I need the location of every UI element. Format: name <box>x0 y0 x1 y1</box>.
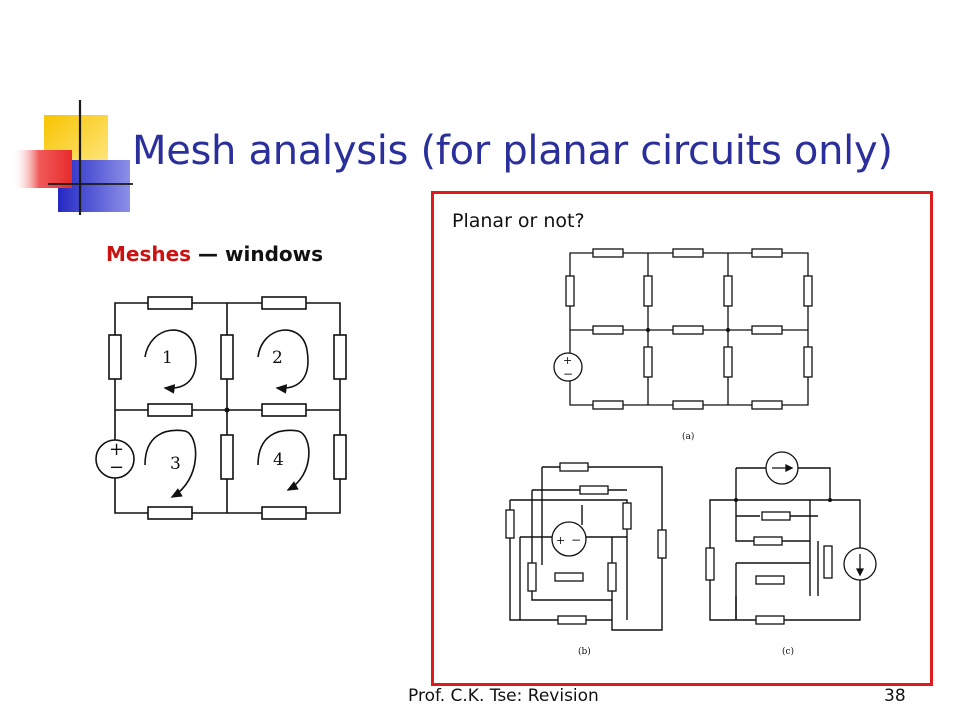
svg-text:−: − <box>563 367 573 381</box>
circuit-figure-c: (c) <box>705 451 877 657</box>
source-plus: + <box>109 439 124 460</box>
mesh-number-4: 4 <box>273 450 284 470</box>
circuit-figure-b: + − (b) <box>505 462 667 657</box>
svg-text:−: − <box>571 533 581 547</box>
meshes-suffix: — windows <box>191 242 324 266</box>
meshes-word: Meshes <box>106 242 192 266</box>
page-number: 38 <box>884 686 906 706</box>
figure-b-label: (b) <box>578 646 591 657</box>
circuit-figure-a: + − (a) <box>553 248 813 442</box>
figure-c-label: (c) <box>782 646 794 657</box>
planar-question-frame <box>431 191 933 686</box>
svg-text:+: + <box>556 534 565 547</box>
footer-author: Prof. C.K. Tse: Revision <box>408 686 599 706</box>
mesh-number-2: 2 <box>272 348 283 368</box>
svg-text:+: + <box>563 354 572 367</box>
figure-a-label: (a) <box>682 431 694 442</box>
source-minus: − <box>109 457 124 478</box>
mesh-number-1: 1 <box>162 348 173 368</box>
mesh-number-3: 3 <box>170 454 181 474</box>
planar-question: Planar or not? <box>452 210 585 232</box>
slide-title: Mesh analysis (for planar circuits only) <box>132 128 893 174</box>
mesh-circuit-diagram: 1 2 3 4 + − <box>95 296 347 520</box>
meshes-caption: Meshes — windows <box>106 242 323 266</box>
